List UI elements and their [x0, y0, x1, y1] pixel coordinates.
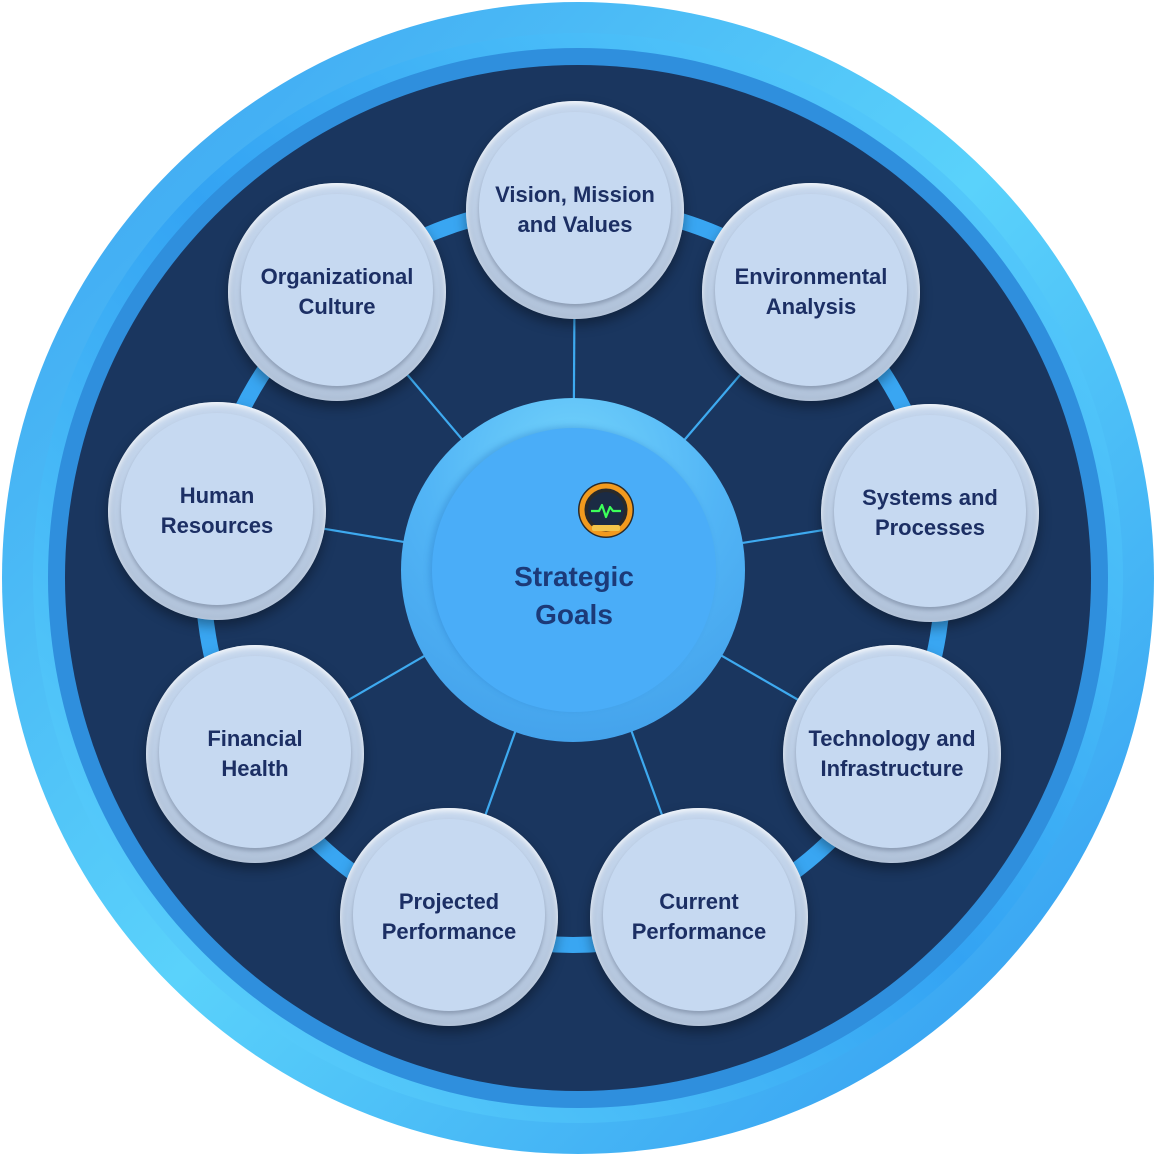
connector-line — [345, 654, 427, 703]
node-label: Organizational Culture — [260, 264, 414, 319]
connector-line — [572, 314, 576, 401]
connector-lines — [320, 314, 827, 819]
node-label: Human Resources — [160, 483, 274, 538]
node-financial-health: Financial Health — [146, 645, 364, 863]
node-projected-performance: Projected Performance — [340, 808, 558, 1026]
connector-line — [483, 729, 517, 819]
node-label: Current Performance — [631, 889, 767, 944]
node-systems-and-processes: Systems and Processes — [821, 404, 1039, 622]
node-label: Vision, Mission and Values — [495, 182, 655, 237]
node-vision-mission-values: Vision, Mission and Values — [466, 101, 684, 319]
connector-line — [682, 371, 744, 442]
connector-line — [740, 528, 827, 545]
node-label: Financial Health — [207, 726, 303, 781]
node-technology-and-infrastructure: Technology and Infrastructure — [783, 645, 1001, 863]
center-hub-inner: Strategic Goals — [432, 428, 716, 712]
node-label: Environmental Analysis — [734, 264, 888, 319]
node-organizational-culture: Organizational Culture — [228, 183, 446, 401]
node-label: Systems and Processes — [862, 485, 998, 540]
connector-line — [320, 527, 406, 544]
connector-line — [404, 371, 464, 442]
center-title: Strategic Goals — [514, 561, 634, 630]
connector-line — [719, 653, 802, 703]
node-environmental-analysis: Environmental Analysis — [702, 183, 920, 401]
node-label: Projected Performance — [381, 889, 517, 944]
node-human-resources: Human Resources — [108, 402, 326, 620]
connector-line — [629, 729, 665, 819]
node-current-performance: Current Performance — [590, 808, 808, 1026]
node-label: Technology and Infrastructure — [808, 726, 976, 781]
pulse-logo-icon — [578, 482, 634, 538]
center-hub: Strategic Goals — [401, 398, 745, 742]
